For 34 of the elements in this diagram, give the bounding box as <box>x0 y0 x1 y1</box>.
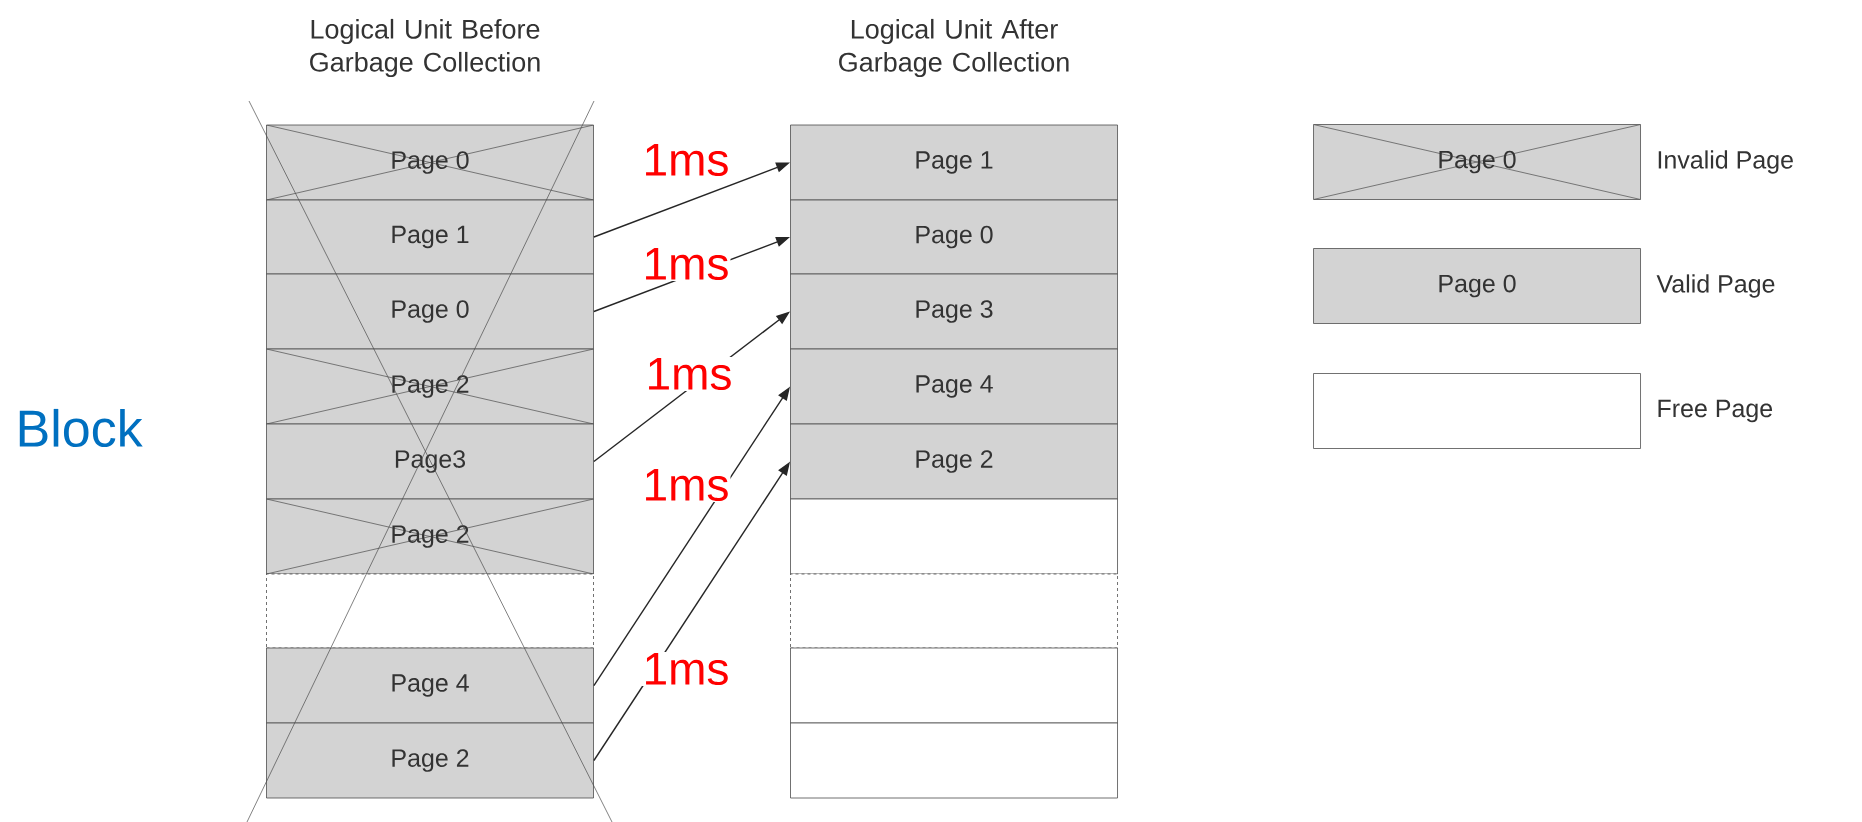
invalid-page-box: Page 0 <box>266 124 594 201</box>
node-caption: Invalid Page <box>1658 150 1793 174</box>
node-label: Page 2 <box>392 375 469 398</box>
valid-page-box: Page3 <box>266 423 594 500</box>
free-page-box <box>1313 373 1641 449</box>
valid-page-box: Page 0 <box>1313 248 1641 324</box>
valid-page-box: Page 4 <box>790 348 1118 425</box>
block-label: Block <box>19 408 143 448</box>
valid-page-box: Page 2 <box>266 722 594 799</box>
invalid-page-box: Page 0 <box>1313 124 1641 200</box>
valid-page-box: Page 1 <box>790 124 1118 201</box>
edge-label: 1ms <box>641 467 731 503</box>
dashed-box <box>790 573 1118 649</box>
valid-page-box: Page 0 <box>790 199 1118 275</box>
free-page-box <box>790 498 1118 575</box>
edge-label: 1ms <box>641 142 731 178</box>
free-page-box <box>790 647 1118 724</box>
invalid-page-box: Page 2 <box>266 498 594 575</box>
dashed-box <box>266 573 594 649</box>
node-label: Page 0 <box>392 151 469 174</box>
valid-page-box: Page 2 <box>790 423 1118 500</box>
valid-page-box: Page 4 <box>266 647 594 724</box>
node-caption: Free Page <box>1658 399 1773 423</box>
invalid-page-box: Page 2 <box>266 348 594 425</box>
column-heading: Logical Unit After Garbage Collection <box>839 18 1069 78</box>
valid-page-box: Page 0 <box>266 273 594 350</box>
node-caption: Valid Page <box>1656 274 1775 298</box>
column-heading: Logical Unit Before Garbage Collection <box>310 18 540 78</box>
edge-label: 1ms <box>641 246 731 282</box>
valid-page-box: Page 1 <box>266 199 594 275</box>
edge-label: 1ms <box>641 651 731 687</box>
edge-label: 1ms <box>644 356 734 392</box>
valid-page-box: Page 3 <box>790 273 1118 350</box>
free-page-box <box>790 722 1118 799</box>
